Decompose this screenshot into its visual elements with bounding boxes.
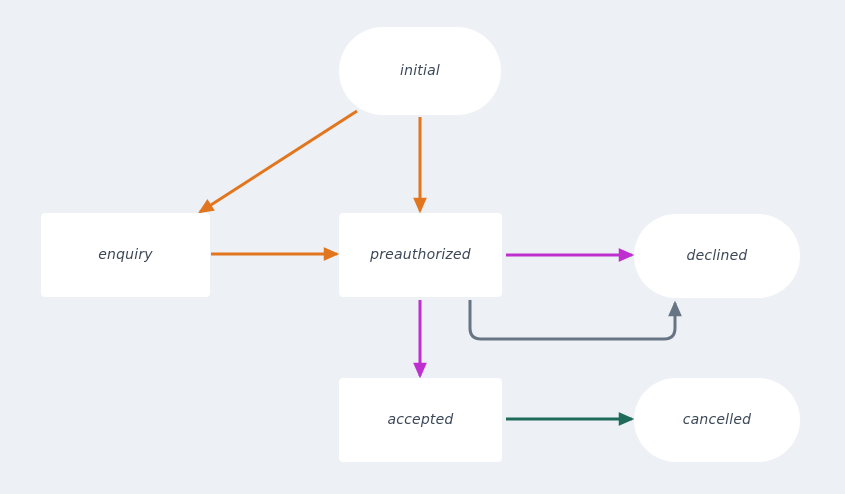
state-node-accepted-label: accepted [387,412,454,428]
state-node-cancelled[interactable]: cancelled [634,378,800,462]
state-node-declined-label: declined [686,248,748,264]
state-node-initial-label: initial [400,63,440,79]
state-node-enquiry[interactable]: enquiry [41,213,210,297]
state-node-cancelled-label: cancelled [682,412,752,428]
state-node-initial[interactable]: initial [339,27,501,115]
edge-initial-to-enquiry [198,109,358,214]
state-node-accepted[interactable]: accepted [339,378,502,462]
state-node-declined[interactable]: declined [634,214,800,298]
state-node-preauthorized[interactable]: preauthorized [339,213,502,297]
edge-preauthorized-to-declined-return [468,300,682,341]
state-node-enquiry-label: enquiry [98,247,153,263]
state-node-preauthorized-label: preauthorized [370,247,471,263]
